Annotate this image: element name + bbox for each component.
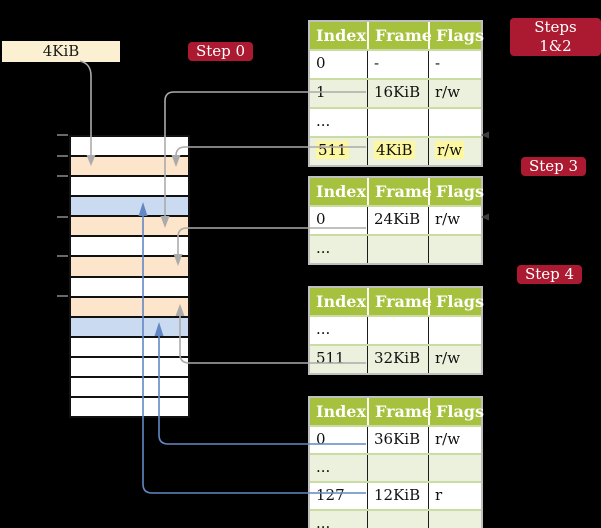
memory-row-peach xyxy=(71,255,188,276)
table-row: 127 12KiB r xyxy=(310,481,481,509)
header-frame: Frame xyxy=(367,288,432,315)
table-header: Index Frame Flags xyxy=(310,178,484,205)
memory-row-peach xyxy=(71,295,188,316)
table-row: 511 32KiB r/w xyxy=(310,344,481,373)
memory-row-blue xyxy=(71,315,188,336)
table-row: ... xyxy=(310,509,481,528)
table-header: Index Frame Flags xyxy=(310,398,484,425)
page-table-1: Index Frame Flags 0 - - 1 16KiB r/w ... … xyxy=(308,20,484,167)
frame-size-label: 4KiB xyxy=(2,41,120,62)
header-flags: Flags xyxy=(428,22,484,49)
memory-row-white xyxy=(71,375,188,397)
header-flags: Flags xyxy=(428,398,484,425)
table-row: 0 24KiB r/w xyxy=(310,205,481,234)
header-index: Index xyxy=(316,182,367,201)
page-table-3: Index Frame Flags ... 511 32KiB r/w xyxy=(308,286,484,375)
highlight: 511 xyxy=(316,141,349,159)
header-index: Index xyxy=(316,292,367,311)
header-index: Index xyxy=(316,402,367,421)
badge-step-4: Step 4 xyxy=(517,265,583,284)
header-flags: Flags xyxy=(428,178,484,205)
table-header: Index Frame Flags xyxy=(310,22,484,49)
memory-row-white xyxy=(71,355,188,376)
memory-row-blue xyxy=(71,195,188,216)
header-frame: Frame xyxy=(367,22,432,49)
table-row: ... xyxy=(310,107,481,136)
table-row: 1 16KiB r/w xyxy=(310,78,481,107)
memory-row-white xyxy=(71,175,188,196)
memory-row-white xyxy=(71,335,188,356)
highlight: 4KiB xyxy=(374,141,415,159)
header-frame: Frame xyxy=(367,178,432,205)
memory-tick-marks xyxy=(57,134,68,297)
header-index: Index xyxy=(316,26,367,45)
highlight: r/w xyxy=(435,141,465,159)
page-table-2: Index Frame Flags 0 24KiB r/w ... xyxy=(308,176,484,265)
memory-strip xyxy=(69,135,190,418)
page-table-4: Index Frame Flags 0 36KiB r/w ... 127 12… xyxy=(308,396,484,528)
table-row: 0 36KiB r/w xyxy=(310,425,481,453)
badge-step-3: Step 3 xyxy=(521,157,587,176)
table-header: Index Frame Flags xyxy=(310,288,484,315)
memory-row-peach xyxy=(71,155,188,176)
table-row: ... xyxy=(310,234,481,263)
table-row: 0 - - xyxy=(310,49,481,78)
table-row: ... xyxy=(310,453,481,481)
memory-row-white xyxy=(71,235,188,256)
memory-row-white xyxy=(71,275,188,296)
badge-step-0: Step 0 xyxy=(188,42,254,61)
badge-steps-1-2: Steps 1&2 xyxy=(510,18,601,56)
memory-row-white xyxy=(71,396,188,417)
table-row: ... xyxy=(310,315,481,344)
table-row-highlighted: 511 4KiB r/w xyxy=(310,136,481,165)
header-flags: Flags xyxy=(428,288,484,315)
header-frame: Frame xyxy=(367,398,432,425)
memory-row-white xyxy=(71,137,188,156)
memory-row-peach xyxy=(71,215,188,236)
